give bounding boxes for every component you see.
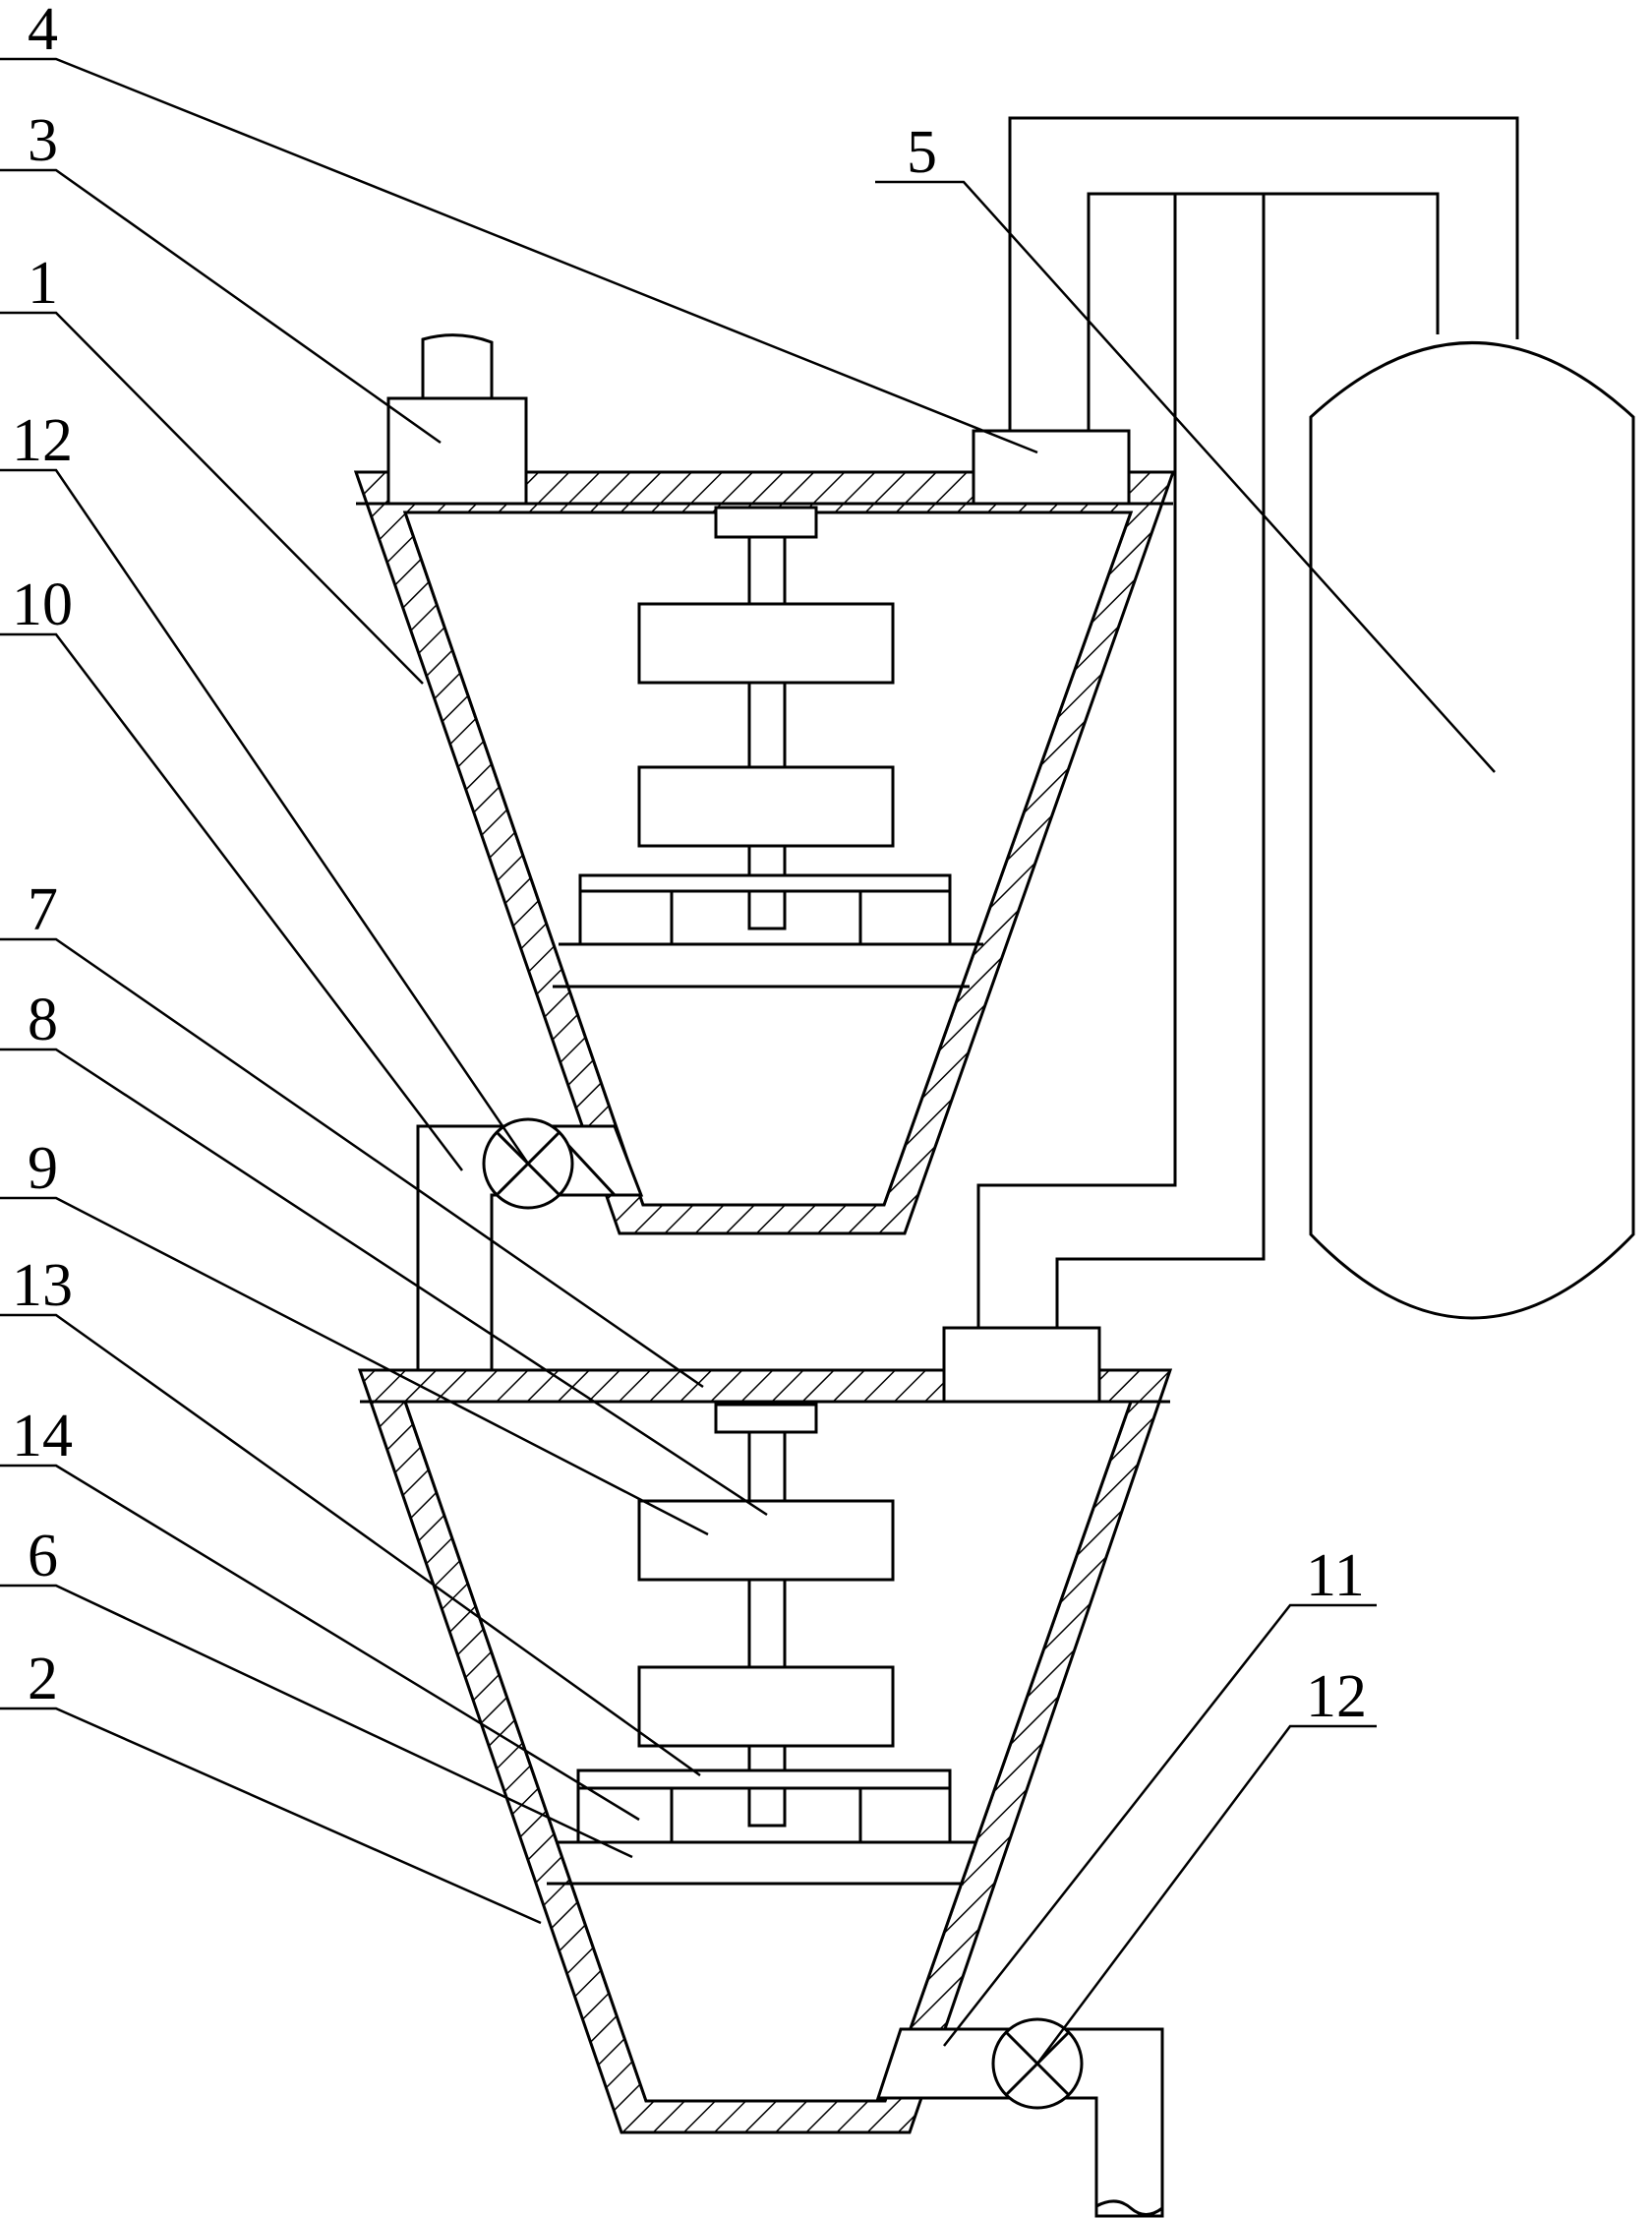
leader-9 — [0, 1196, 709, 1536]
leader-10 — [0, 632, 463, 1171]
upper-stirrer-hub — [747, 889, 787, 930]
leader-4 — [0, 57, 1038, 454]
label-3: 3 — [28, 107, 58, 174]
lower-pump — [942, 1326, 1101, 1404]
label-9: 9 — [28, 1135, 58, 1202]
label-8: 8 — [28, 987, 58, 1053]
label-4: 4 — [28, 0, 58, 63]
label-11: 11 — [1306, 1542, 1365, 1609]
upper-shaft-coupling — [714, 506, 818, 539]
leader-1 — [0, 311, 424, 685]
lower-shaft — [747, 1430, 787, 1828]
upper-tank — [353, 333, 1176, 1235]
reference-labels: 4 3 1 12 10 7 8 9 13 14 6 2 5 11 12 — [12, 0, 1367, 1730]
pipe-lower-pump-b — [1055, 194, 1266, 1328]
label-10: 10 — [12, 571, 73, 638]
label-2: 2 — [28, 1646, 58, 1712]
leader-5 — [875, 180, 1496, 773]
outlet-pipe-break — [1095, 2199, 1163, 2216]
leader-12b — [1035, 1724, 1377, 2065]
leader-12a — [0, 468, 530, 1165]
upper-motor-shaft-stub — [421, 333, 494, 400]
label-6: 6 — [28, 1523, 58, 1589]
connecting-pipes — [416, 116, 1635, 2218]
upper-motor — [386, 396, 528, 506]
leader-7 — [0, 937, 704, 1389]
upper-paddle-2 — [637, 765, 895, 848]
leader-6 — [0, 1584, 633, 1859]
label-13: 13 — [12, 1252, 73, 1319]
pump-4 — [972, 429, 1131, 506]
upper-paddle-1 — [637, 602, 895, 685]
label-7: 7 — [28, 876, 58, 943]
lower-paddle-2 — [637, 1665, 895, 1748]
pipe-pump-to-vessel-outer — [1008, 116, 1519, 431]
vessel-5 — [1309, 341, 1635, 1320]
outlet-pipe-11 — [875, 2027, 1164, 2218]
lower-shaft-coupling — [714, 1403, 818, 1434]
leader-lines — [0, 57, 1496, 2065]
label-1: 1 — [28, 250, 58, 317]
label-14: 14 — [12, 1403, 73, 1469]
leader-2 — [0, 1707, 542, 1925]
leader-13 — [0, 1313, 701, 1777]
label-12b: 12 — [1306, 1663, 1367, 1730]
leader-11 — [943, 1603, 1377, 2047]
leader-14 — [0, 1464, 640, 1822]
leader-3 — [0, 168, 442, 445]
transfer-pipe-10 — [416, 1124, 644, 1372]
lower-tank — [357, 1326, 1173, 2134]
lower-stirrer-hub — [747, 1786, 787, 1828]
leader-8 — [0, 1048, 768, 1517]
label-12a: 12 — [12, 407, 73, 474]
upper-shaft — [747, 535, 787, 932]
pipe-lower-pump-a — [976, 194, 1177, 1328]
label-5: 5 — [907, 119, 937, 186]
